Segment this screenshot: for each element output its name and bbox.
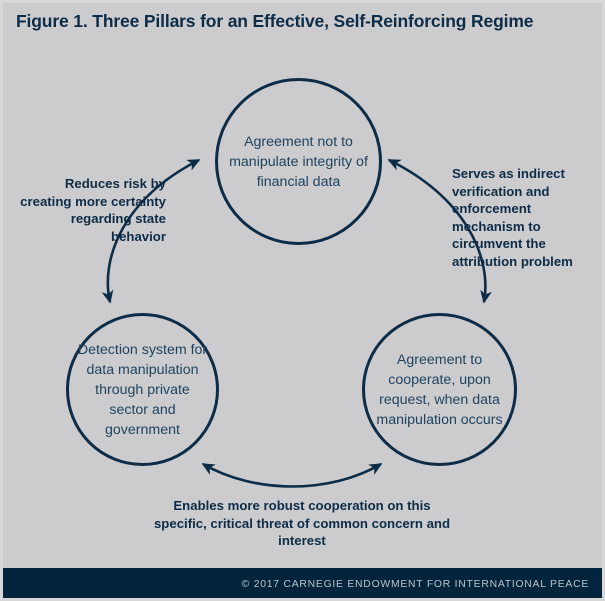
node-top-label: Agreement not to manipulate integrity of…: [229, 133, 368, 190]
node-agreement-not-to-manipulate[interactable]: Agreement not to manipulate integrity of…: [215, 78, 382, 245]
edge-label-reduces-risk: Reduces risk by creating more certainty …: [20, 176, 166, 244]
node-detection-system[interactable]: Detection system for data manipulation t…: [66, 313, 219, 466]
node-bottom-left-label: Detection system for data manipulation t…: [77, 341, 208, 438]
edge-label-serves-as-indirect-verification: Serves as indirect verification and enfo…: [452, 166, 573, 269]
node-bottom-right-label: Agreement to cooperate, upon request, wh…: [376, 351, 503, 428]
footer-bar: © 2017 CARNEGIE ENDOWMENT FOR INTERNATIO…: [0, 568, 605, 601]
connector-right: [387, 158, 492, 304]
connector-bottom: [201, 462, 383, 488]
node-agreement-to-cooperate[interactable]: Agreement to cooperate, upon request, wh…: [362, 313, 517, 466]
figure-title: Figure 1. Three Pillars for an Effective…: [16, 11, 534, 31]
edge-label-enables-cooperation: Enables more robust cooperation on this …: [153, 498, 451, 548]
footer-copyright: © 2017 CARNEGIE ENDOWMENT FOR INTERNATIO…: [241, 579, 589, 590]
connector-left: [101, 158, 201, 304]
